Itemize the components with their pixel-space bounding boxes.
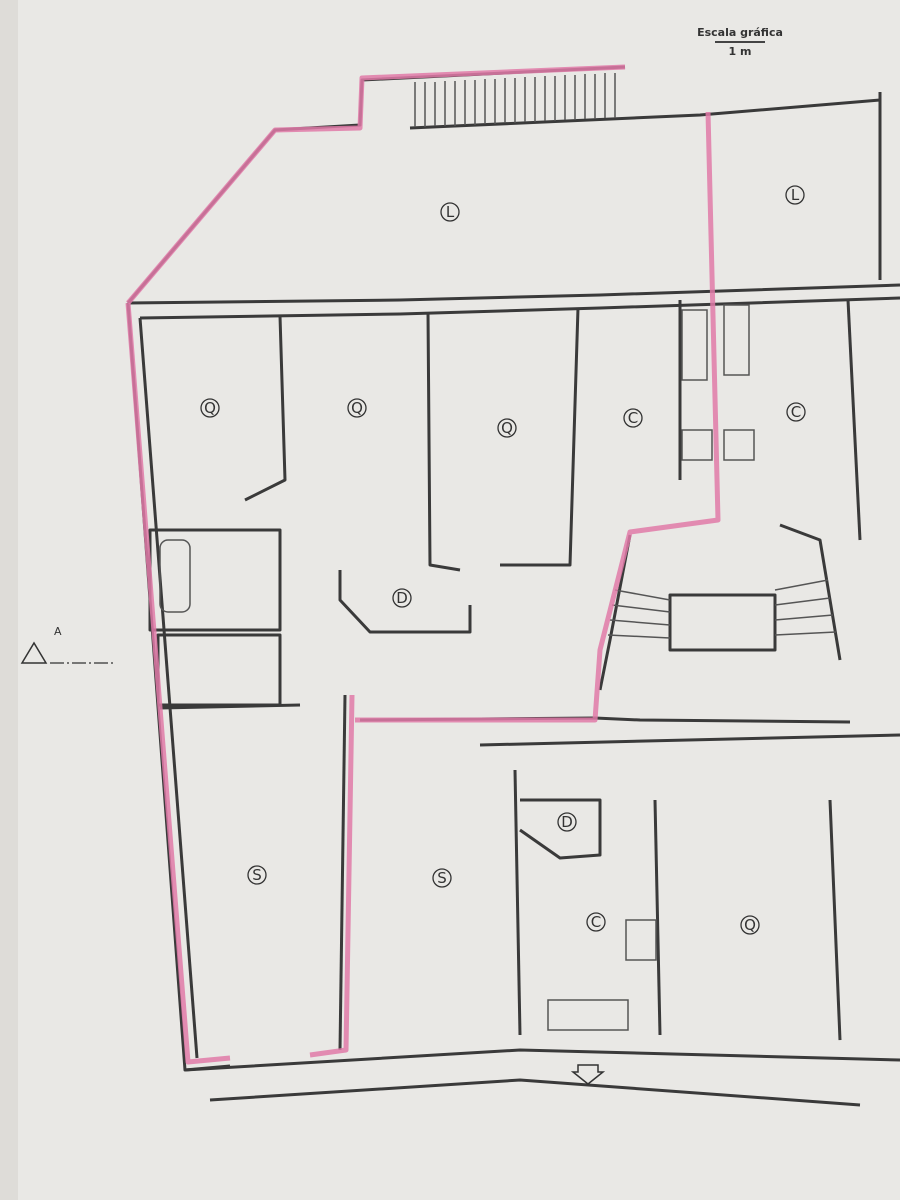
stove-icon bbox=[681, 429, 713, 461]
room-label: D bbox=[561, 813, 573, 831]
section-label: A bbox=[54, 625, 62, 638]
room-label: L bbox=[791, 186, 800, 204]
scale-title: Escala gráfica bbox=[697, 26, 783, 39]
room-label: S bbox=[252, 866, 262, 884]
room-d1: D bbox=[392, 588, 412, 608]
room-label: Q bbox=[744, 916, 756, 934]
room-q2: Q bbox=[347, 398, 367, 418]
room-q4: Q bbox=[740, 915, 760, 935]
room-label: C bbox=[628, 409, 638, 427]
room-label: S bbox=[437, 869, 447, 887]
room-label: C bbox=[791, 403, 801, 421]
bathtub-icon bbox=[159, 539, 191, 613]
stove-icon bbox=[723, 429, 755, 461]
room-s1: S bbox=[247, 865, 267, 885]
terrace-stairs bbox=[414, 73, 616, 127]
room-label: Q bbox=[204, 399, 216, 417]
red-highlight-lines bbox=[125, 64, 721, 1065]
section-marker: A bbox=[20, 625, 115, 664]
room-l2: L bbox=[785, 185, 805, 205]
room-d2: D bbox=[557, 812, 577, 832]
room-label: Q bbox=[501, 419, 513, 437]
arrow-down-icon bbox=[570, 1064, 606, 1085]
room-label: L bbox=[446, 203, 455, 221]
sink-icon bbox=[547, 999, 629, 1031]
room-l1: L bbox=[440, 202, 460, 222]
room-q3: Q bbox=[497, 418, 517, 438]
room-c1: C bbox=[623, 408, 643, 428]
sink-icon bbox=[681, 309, 708, 381]
room-label: Q bbox=[351, 399, 363, 417]
room-label: D bbox=[396, 589, 408, 607]
room-q1: Q bbox=[200, 398, 220, 418]
room-c3: C bbox=[586, 912, 606, 932]
room-c2: C bbox=[786, 402, 806, 422]
scale-bar: Escala gráfica 1 m bbox=[697, 26, 783, 58]
room-label: C bbox=[591, 913, 601, 931]
sink-icon bbox=[723, 304, 750, 376]
staircase bbox=[607, 579, 837, 639]
room-labels: L L Q Q Q C C D S S D C Q bbox=[200, 185, 806, 935]
stove-icon bbox=[625, 919, 657, 961]
paper-sheet bbox=[18, 0, 900, 1200]
room-s2: S bbox=[432, 868, 452, 888]
scale-value: 1 m bbox=[729, 45, 752, 58]
